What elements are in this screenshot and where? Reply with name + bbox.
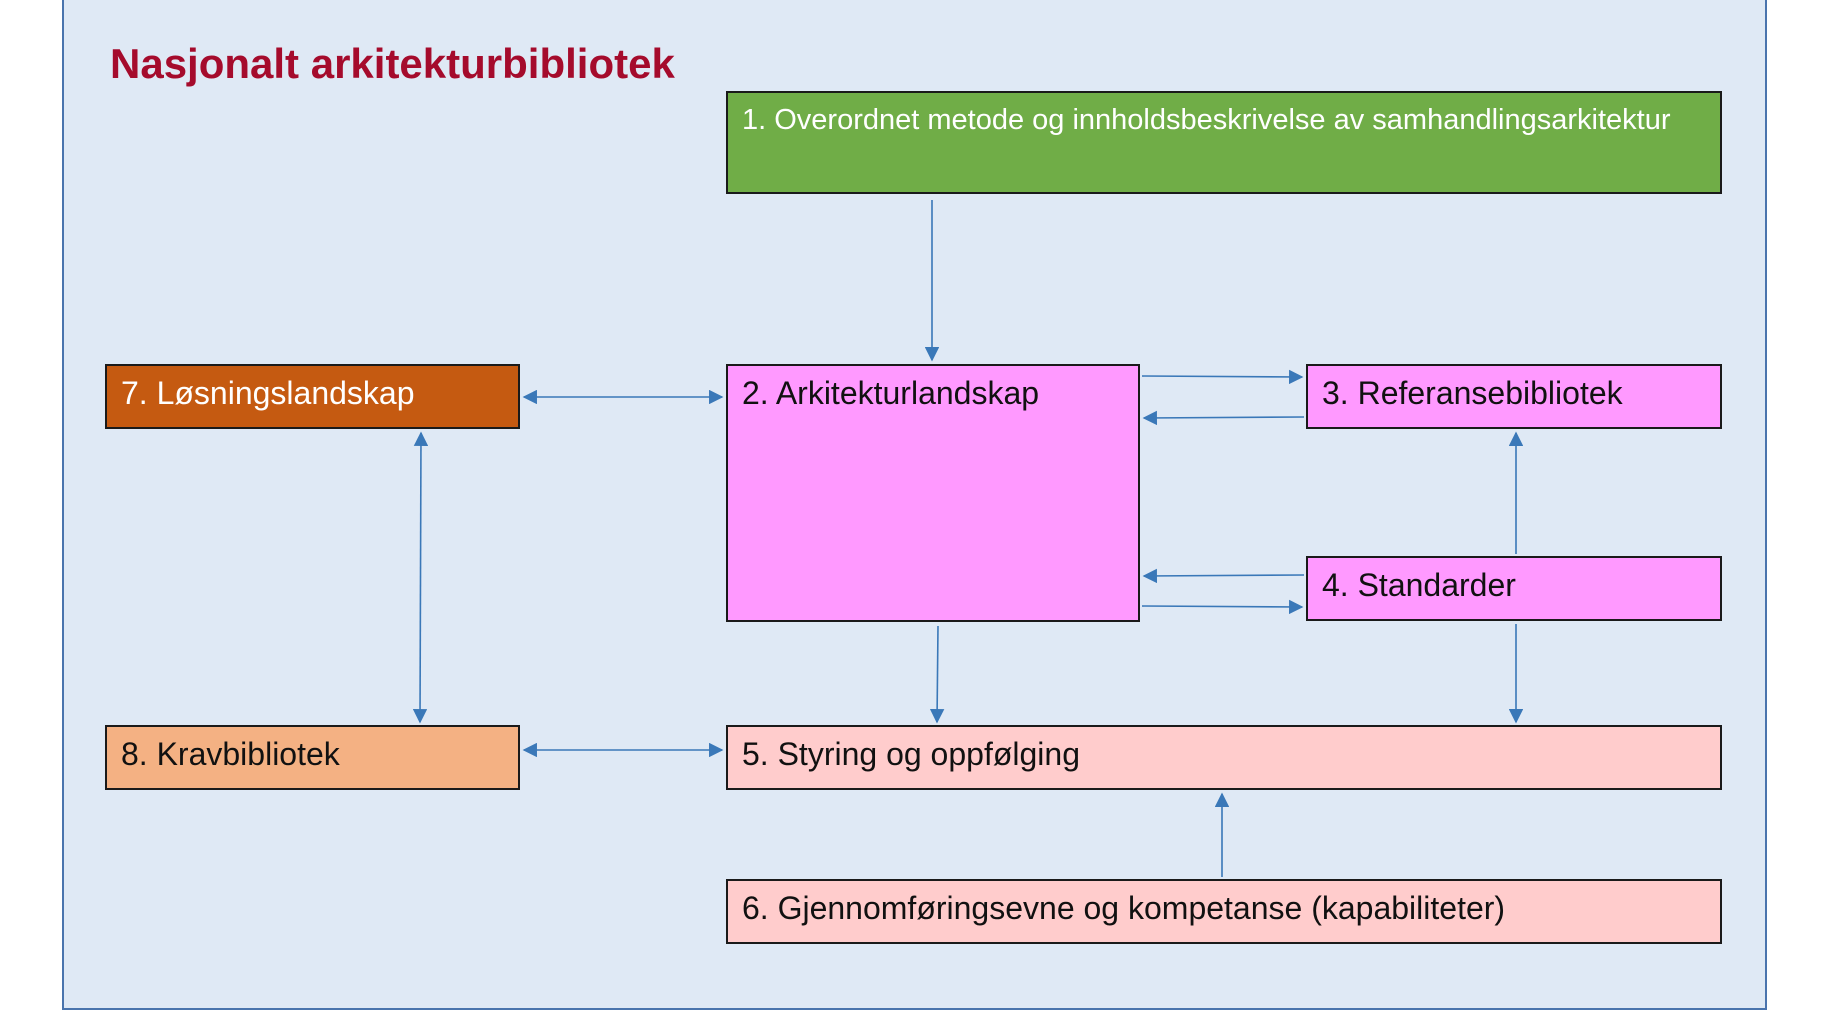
diagram-title: Nasjonalt arkitekturbibliotek [110, 40, 675, 87]
node-overordnet-metode: 1. Overordnet metode og innholdsbeskrive… [726, 91, 1722, 194]
connector-group [412, 200, 1524, 877]
arrow-n3-n2 [1142, 410, 1305, 426]
node-gjennomforingsevne: 6. Gjennomføringsevne og kompetanse (kap… [726, 879, 1722, 944]
arrow-n2-n5 [929, 625, 945, 724]
node-kravbibliotek: 8. Kravbibliotek [105, 725, 520, 790]
arrow-n2-n3 [1141, 369, 1304, 385]
node-losningslandskap: 7. Løsningslandskap [105, 364, 520, 429]
node-styring-og-oppfolging: 5. Styring og oppfølging [726, 725, 1722, 790]
arrow-n2-n4 [1141, 599, 1304, 615]
node-arkitekturlandskap: 2. Arkitekturlandskap [726, 364, 1140, 622]
arrow-n7-n8 [412, 431, 429, 724]
node-referansebibliotek: 3. Referansebibliotek [1306, 364, 1722, 429]
node-standarder: 4. Standarder [1306, 556, 1722, 621]
arrow-n4-n2 [1142, 568, 1305, 584]
